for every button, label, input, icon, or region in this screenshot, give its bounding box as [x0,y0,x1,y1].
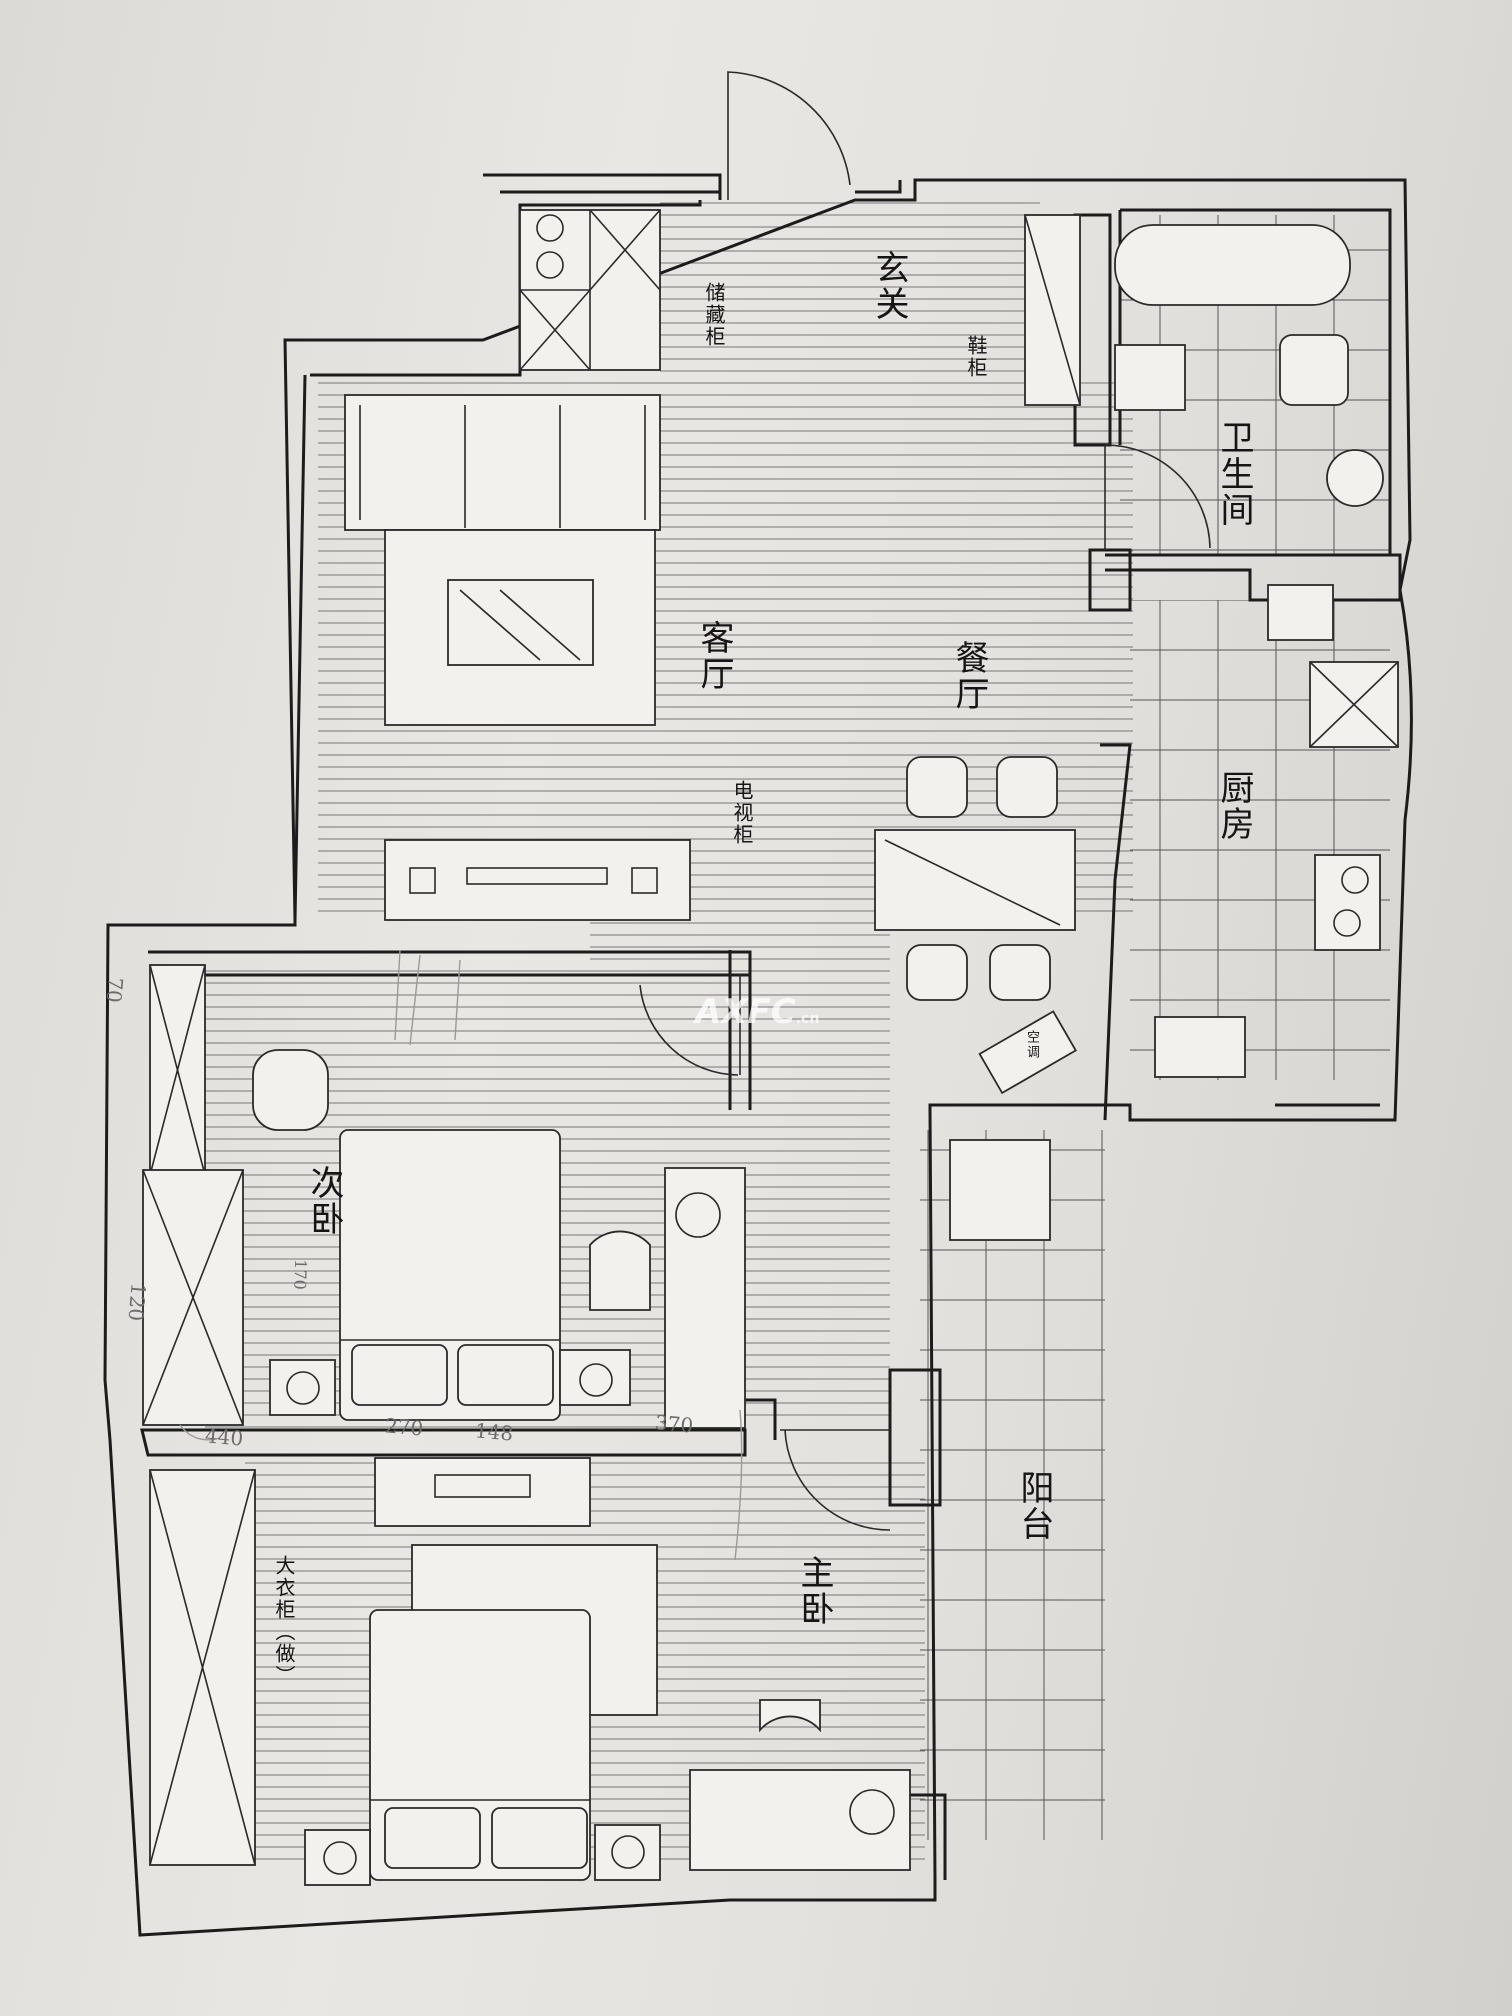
desk-shape [664,1167,746,1429]
label-bathroom: 卫生间 [1214,420,1254,528]
bathroom-door [1104,444,1211,550]
label-wardrobe: 大衣柜（做） [272,1555,296,1687]
label-shoe-cabinet: 鞋柜 [964,335,988,379]
balcony-washer-shape [949,1139,1051,1241]
pencil-marks [179,949,743,1561]
sink-shape [1154,1016,1246,1078]
chair-shape [252,1049,329,1131]
label-balcony: 阳台 [1014,1470,1054,1542]
tv-cabinet-shape [384,839,691,921]
dining-table-shape [874,829,1076,931]
label-dining-room: 餐厅 [949,640,989,712]
label-living-room: 客厅 [694,620,734,692]
label-second-bedroom: 次卧 [304,1165,344,1237]
furniture [142,209,1399,1886]
entrance-door [727,71,851,200]
note-dim-120: 120 [123,1281,151,1323]
label-tv-cabinet: 电视柜 [730,780,754,846]
note-dim-148: 148 [474,1418,515,1446]
label-kitchen: 厨房 [1214,770,1254,842]
washer-shape [1114,344,1186,411]
note-dim-70: 70 [101,976,128,1004]
dresser-shape [689,1769,911,1871]
label-entrance: 玄关 [869,250,909,322]
note-dim-270: 270 [384,1413,425,1441]
toilet-shape [1279,334,1349,406]
tv-stand-shape [374,1457,591,1527]
ac-unit-shape [978,1010,1077,1095]
master-bedroom-door [780,1429,891,1531]
fridge-shape [1267,584,1334,641]
label-master-bedroom: 主卧 [794,1555,834,1627]
second-bedroom-door [639,975,741,1076]
bathtub-shape [1114,224,1351,306]
note-dim-370: 370 [654,1410,695,1438]
basin-shape [1326,449,1384,507]
label-ac-unit: 空调 [1024,1030,1039,1060]
label-storage-cabinet: 储藏柜 [702,282,726,348]
doors [639,71,1211,1531]
watermark-logo: AXFC.cn [695,992,820,1032]
note-dim-170: 170 [290,1258,311,1291]
sofa-shape [344,394,661,531]
stove-shape [1314,854,1381,951]
note-dim-440: 440 [204,1423,245,1451]
